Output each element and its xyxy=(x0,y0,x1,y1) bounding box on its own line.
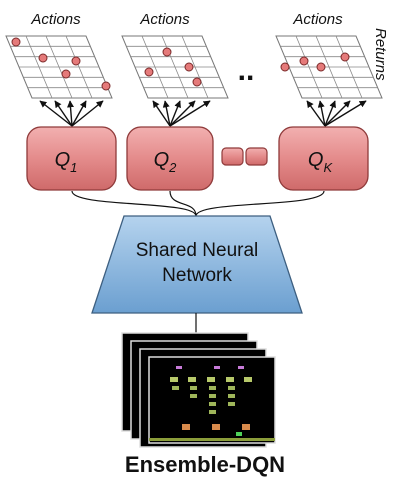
return-grid-k xyxy=(275,35,383,99)
svg-text:Q1: Q1 xyxy=(55,149,78,175)
space-invaders-frame-icon xyxy=(149,366,275,441)
return-point xyxy=(61,69,71,79)
returns-label: Returns xyxy=(372,28,389,81)
return-point xyxy=(316,62,326,72)
return-grid-1 xyxy=(5,35,113,99)
shared-neural-network: Shared Neural Network xyxy=(91,215,303,314)
q-subscript: 1 xyxy=(70,160,77,175)
actions-label: Actions xyxy=(139,11,190,28)
q-head-ellipsis-boxes xyxy=(221,147,268,166)
q-symbol: Q xyxy=(55,149,71,171)
svg-text:Q2: Q2 xyxy=(154,149,178,175)
return-point xyxy=(11,37,21,47)
return-point xyxy=(280,62,290,72)
q-head-1: Q1 xyxy=(26,126,117,191)
q-subscript: 2 xyxy=(168,160,177,175)
return-point xyxy=(38,53,48,63)
diagram-caption: Ensemble-DQN xyxy=(124,452,286,477)
q-subscript: K xyxy=(323,160,333,175)
q-symbol: Q xyxy=(154,149,170,171)
q-head-k: QK xyxy=(278,126,369,191)
head-to-grid-arrows-1 xyxy=(39,100,104,127)
actions-label: Actions xyxy=(292,11,343,28)
q-head-2: Q2 xyxy=(126,126,214,191)
network-label-line1: Shared Neural xyxy=(136,240,259,261)
network-to-heads-connectors xyxy=(71,190,325,217)
return-point xyxy=(71,56,81,66)
return-point xyxy=(101,81,111,91)
return-point xyxy=(162,47,172,57)
svg-text:QK: QK xyxy=(308,149,334,175)
head-to-grid-arrows-k xyxy=(306,100,367,127)
return-point xyxy=(299,56,309,66)
ellipsis: .. xyxy=(238,54,255,87)
return-point xyxy=(184,62,194,72)
head-to-grid-arrows-2 xyxy=(152,100,211,127)
q-symbol: Q xyxy=(308,149,324,171)
network-label-line2: Network xyxy=(162,265,232,286)
actions-label: Actions xyxy=(30,11,81,28)
return-point xyxy=(144,67,154,77)
return-grid-2 xyxy=(121,35,229,99)
return-point xyxy=(340,52,350,62)
return-point xyxy=(192,77,202,87)
input-frames-stack xyxy=(121,332,276,448)
